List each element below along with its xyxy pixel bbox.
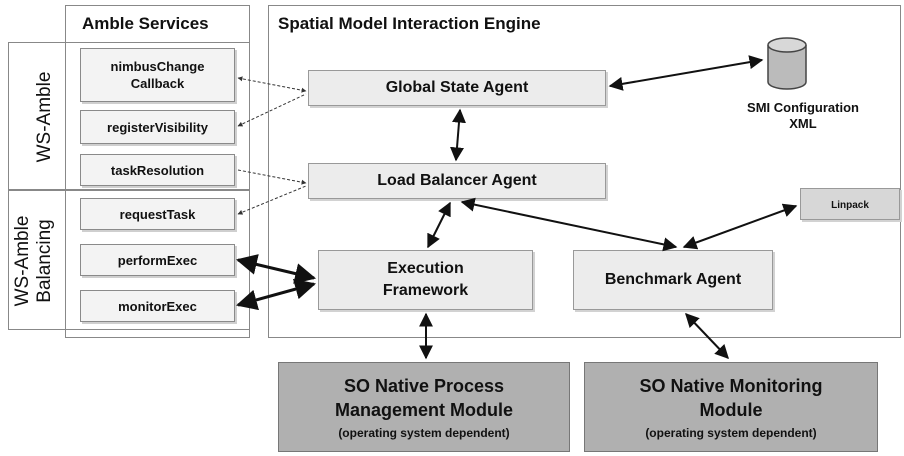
arrow-benchmark-native [685,312,729,360]
execution-framework[interactable]: Execution Framework [318,250,533,310]
global-state-agent[interactable]: Global State Agent [308,70,606,106]
amble-services-title: Amble Services [82,14,209,33]
service-register-visibility[interactable]: registerVisibility [80,110,235,144]
service-nimbus-change-callback[interactable]: nimbusChange Callback [80,48,235,102]
arrow-loadbalancer-execution [427,201,451,249]
native-monitoring-title: SO Native Monitoring Module [639,376,823,420]
native-process-title: SO Native Process Management Module [334,376,513,420]
load-balancer-agent[interactable]: Load Balancer Agent [308,163,606,199]
database-icon [767,37,807,90]
benchmark-agent[interactable]: Benchmark Agent [573,250,773,310]
arrow-callback-global [237,76,307,93]
native-process-module[interactable]: SO Native Process Management Module (ope… [278,362,570,452]
arrow-benchmark-linpack [682,203,798,250]
smi-config-label: SMI Configuration XML [747,100,859,131]
native-process-subtitle: (operating system dependent) [338,426,510,440]
linpack-box[interactable]: Linpack [800,188,900,220]
native-monitoring-subtitle: (operating system dependent) [645,426,817,440]
ws-amble-group [8,42,250,190]
service-perform-exec[interactable]: performExec [80,244,235,276]
service-request-task[interactable]: requestTask [80,198,235,230]
arrow-loadbalancer-benchmark [460,197,678,252]
engine-title: Spatial Model Interaction Engine [278,14,541,33]
arrow-register-global [237,93,307,127]
native-monitoring-module[interactable]: SO Native Monitoring Module (operating s… [584,362,878,452]
arrow-global-loadbalancer [450,108,466,162]
service-monitor-exec[interactable]: monitorExec [80,290,235,322]
arrow-perform-execution [235,254,317,284]
arrow-task-loadbalancer [237,169,307,185]
arrow-global-config [608,55,764,91]
arrow-request-loadbalancer [237,185,307,215]
service-task-resolution[interactable]: taskResolution [80,154,235,186]
arrow-monitor-execution [235,278,317,311]
